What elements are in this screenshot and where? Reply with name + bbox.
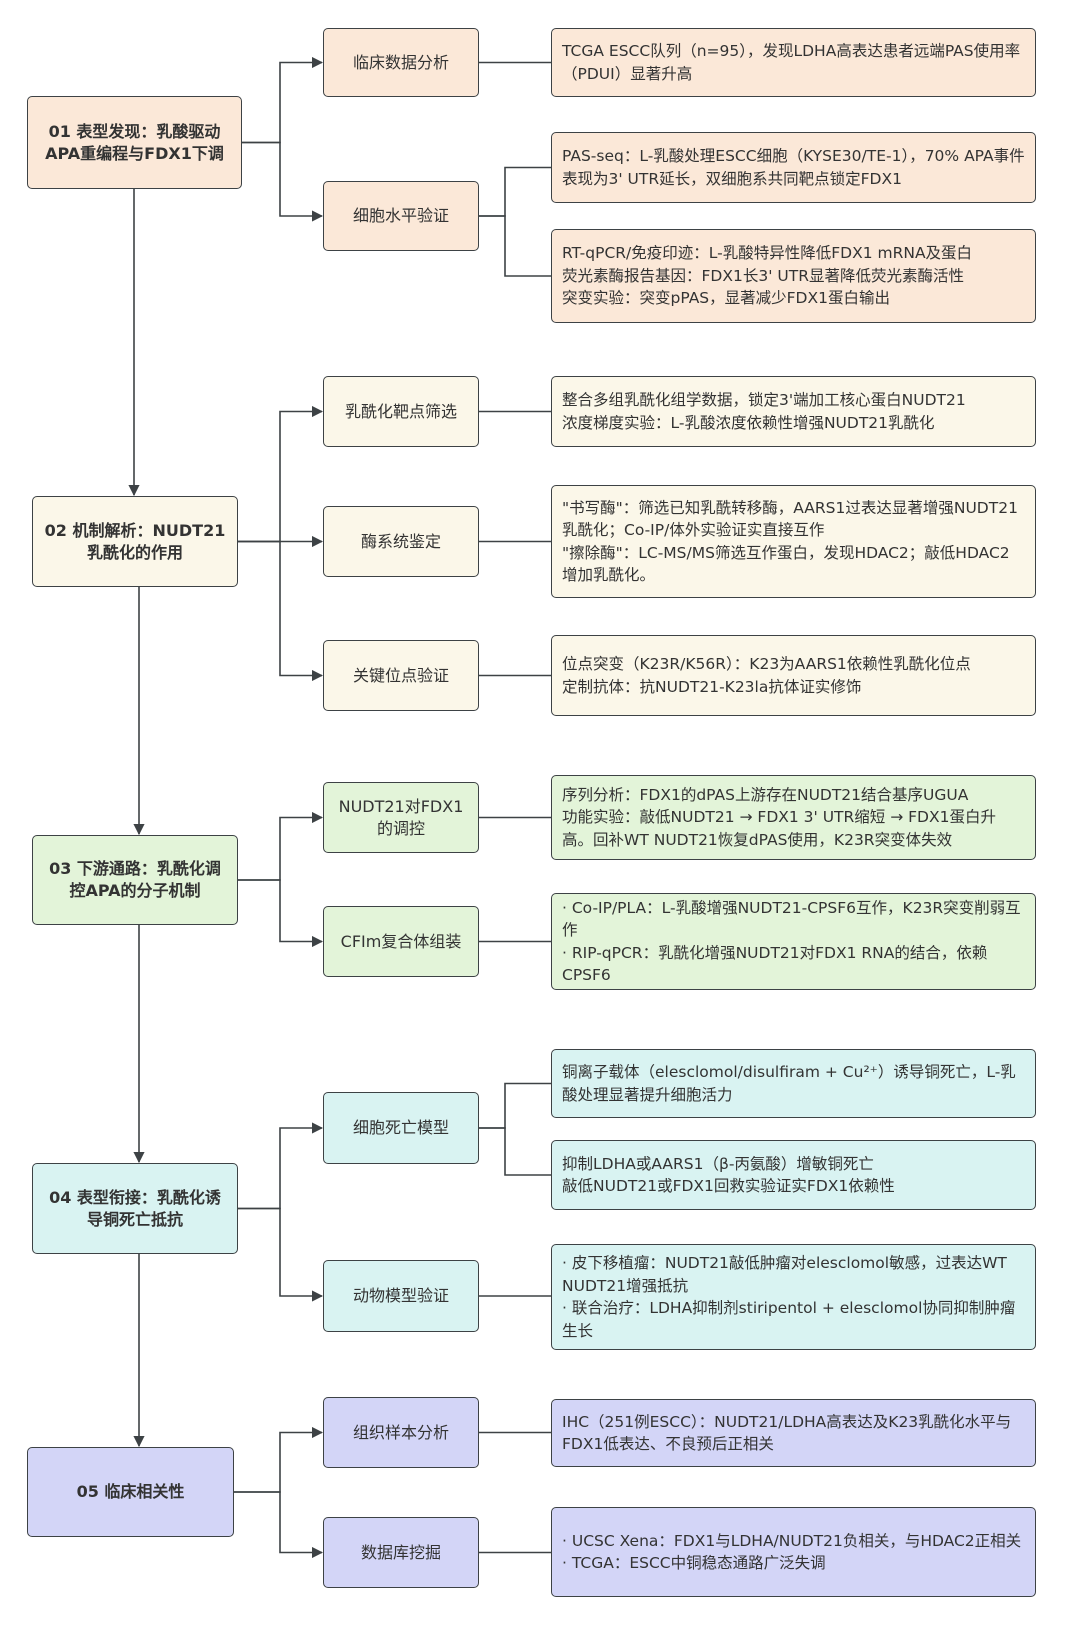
branch-label: 酶系统鉴定 xyxy=(360,531,441,551)
branch-arrow-1-1 xyxy=(242,56,324,144)
section-5-branch-1-detail-1: IHC（251例ESCC）：NUDT21/LDHA高表达及K23乳酰化水平与FD… xyxy=(551,1399,1036,1467)
section-4-branch-2: 动物模型验证 xyxy=(323,1260,479,1332)
detail-link-4-1-2 xyxy=(479,1127,551,1176)
detail-text: 位点突变（K23R/K56R）：K23为AARS1依赖性乳酰化位点 定制抗体：抗… xyxy=(562,655,971,696)
section-5-title-box: 05 临床相关性 xyxy=(27,1447,234,1537)
section-4-branch-1-detail-2: 抑制LDHA或AARS1（β-丙氨酸）增敏铜死亡 敲低NUDT21或FDX1回救… xyxy=(551,1140,1036,1210)
section-1-branch-2-detail-1: PAS-seq：L-乳酸处理ESCC细胞（KYSE30/TE-1），70% AP… xyxy=(551,132,1036,203)
branch-arrow-5-2 xyxy=(234,1491,324,1559)
detail-text: 整合多组乳酰化组学数据，锁定3'端加工核心蛋白NUDT21 浓度梯度实验：L-乳… xyxy=(562,391,966,432)
section-2-branch-2-detail-1: "书写酶"：筛选已知乳酰转移酶，AARS1过表达显著增强NUDT21乳酰化；Co… xyxy=(551,485,1036,598)
section-5-branch-2-detail-1: · UCSC Xena：FDX1与LDHA/NUDT21负相关，与HDAC2正相… xyxy=(551,1507,1036,1597)
section-3-branch-1-detail-1: 序列分析：FDX1的dPAS上游存在NUDT21结合基序UGUA 功能实验：敲低… xyxy=(551,775,1036,860)
branch-label: 细胞死亡模型 xyxy=(352,1118,449,1137)
branch-label: 关键位点验证 xyxy=(352,665,449,685)
section-5-title: 05 临床相关性 xyxy=(76,1482,185,1501)
branch-label: CFIm复合体组装 xyxy=(340,931,462,951)
branch-arrow-4-1 xyxy=(238,1122,324,1210)
detail-text: PAS-seq：L-乳酸处理ESCC细胞（KYSE30/TE-1），70% AP… xyxy=(562,147,1025,188)
detail-text: 序列分析：FDX1的dPAS上游存在NUDT21结合基序UGUA 功能实验：敲低… xyxy=(562,785,996,849)
section-5-branch-2: 数据库挖掘 xyxy=(323,1517,479,1588)
section-4-branch-2-detail-1: · 皮下移植瘤：NUDT21敲低肿瘤对elesclomol敏感，过表达WT NU… xyxy=(551,1244,1036,1350)
detail-text: IHC（251例ESCC）：NUDT21/LDHA高表达及K23乳酰化水平与FD… xyxy=(562,1412,1012,1454)
section-2-title: 02 机制解析：NUDT21 乳酰化的作用 xyxy=(44,520,226,562)
detail-link-1-2-1 xyxy=(479,166,551,217)
section-1-branch-2-detail-2: RT-qPCR/免疫印迹：L-乳酸特异性降低FDX1 mRNA及蛋白 荧光素酶报… xyxy=(551,229,1036,323)
branch-arrow-2-3 xyxy=(238,540,324,682)
branch-arrow-1-2 xyxy=(242,141,324,222)
section-2-branch-3-detail-1: 位点突变（K23R/K56R）：K23为AARS1依赖性乳酰化位点 定制抗体：抗… xyxy=(551,635,1036,716)
section-3-title: 03 下游通路：乳酰化调 控APA的分子机制 xyxy=(49,859,221,900)
section-5-branch-1: 组织样本分析 xyxy=(323,1397,479,1468)
section-1-branch-1: 临床数据分析 xyxy=(323,28,479,97)
branch-label: 临床数据分析 xyxy=(352,52,449,72)
section-3-title-box: 03 下游通路：乳酰化调 控APA的分子机制 xyxy=(32,835,238,925)
section-2-branch-1-detail-1: 整合多组乳酰化组学数据，锁定3'端加工核心蛋白NUDT21 浓度梯度实验：L-乳… xyxy=(551,376,1036,447)
detail-text: · 皮下移植瘤：NUDT21敲低肿瘤对elesclomol敏感，过表达WT NU… xyxy=(562,1254,1016,1340)
branch-arrow-3-1 xyxy=(238,811,324,881)
detail-text: TCGA ESCC队列（n=95），发现LDHA高表达患者远端PAS使用率（PD… xyxy=(562,42,1021,83)
branch-label: NUDT21对FDX1 的调控 xyxy=(338,796,464,838)
section-2-branch-2: 酶系统鉴定 xyxy=(323,506,479,577)
section-4-branch-1: 细胞死亡模型 xyxy=(323,1092,479,1164)
section-1-branch-2: 细胞水平验证 xyxy=(323,181,479,251)
section-3-branch-2-detail-1: · Co-IP/PLA：L-乳酸增强NUDT21-CPSF6互作，K23R突变削… xyxy=(551,893,1036,990)
branch-arrow-3-2 xyxy=(238,879,324,948)
section-4-branch-1-detail-1: 铜离子载体（elesclomol/disulfiram + Cu²⁺）诱导铜死亡… xyxy=(551,1049,1036,1118)
branch-label: 数据库挖掘 xyxy=(360,1542,441,1562)
detail-text: 抑制LDHA或AARS1（β-丙氨酸）增敏铜死亡 敲低NUDT21或FDX1回救… xyxy=(562,1154,895,1196)
branch-arrow-2-1 xyxy=(238,405,324,543)
section-3-branch-2: CFIm复合体组装 xyxy=(323,906,479,977)
detail-link-1-2-2 xyxy=(479,215,551,277)
detail-text: 铜离子载体（elesclomol/disulfiram + Cu²⁺）诱导铜死亡… xyxy=(562,1063,1016,1104)
section-3-branch-1: NUDT21对FDX1 的调控 xyxy=(323,782,479,853)
section-2-branch-1: 乳酰化靶点筛选 xyxy=(323,376,479,447)
detail-link-4-1-1 xyxy=(479,1082,551,1129)
branch-label: 乳酰化靶点筛选 xyxy=(344,401,457,421)
branch-label: 动物模型验证 xyxy=(352,1286,449,1305)
detail-text: "书写酶"：筛选已知乳酰转移酶，AARS1过表达显著增强NUDT21乳酰化；Co… xyxy=(562,498,1018,585)
section-1-title-box: 01 表型发现：乳酸驱动 APA重编程与FDX1下调 xyxy=(27,96,242,189)
branch-label: 细胞水平验证 xyxy=(352,206,449,225)
branch-label: 组织样本分析 xyxy=(352,1422,449,1442)
section-4-title-box: 04 表型衔接：乳酰化诱 导铜死亡抵抗 xyxy=(32,1163,238,1254)
branch-arrow-4-2 xyxy=(238,1207,324,1302)
section-2-title-box: 02 机制解析：NUDT21 乳酰化的作用 xyxy=(32,496,238,587)
section-2-branch-3: 关键位点验证 xyxy=(323,640,479,711)
section-1-branch-1-detail-1: TCGA ESCC队列（n=95），发现LDHA高表达患者远端PAS使用率（PD… xyxy=(551,28,1036,97)
detail-text: · Co-IP/PLA：L-乳酸增强NUDT21-CPSF6互作，K23R突变削… xyxy=(562,898,1021,985)
detail-text: RT-qPCR/免疫印迹：L-乳酸特异性降低FDX1 mRNA及蛋白 荧光素酶报… xyxy=(562,244,973,308)
detail-text: · UCSC Xena：FDX1与LDHA/NUDT21负相关，与HDAC2正相… xyxy=(562,1531,1022,1573)
section-4-title: 04 表型衔接：乳酰化诱 导铜死亡抵抗 xyxy=(49,1187,221,1229)
section-1-title: 01 表型发现：乳酸驱动 APA重编程与FDX1下调 xyxy=(45,121,224,163)
branch-arrow-5-1 xyxy=(234,1426,324,1493)
